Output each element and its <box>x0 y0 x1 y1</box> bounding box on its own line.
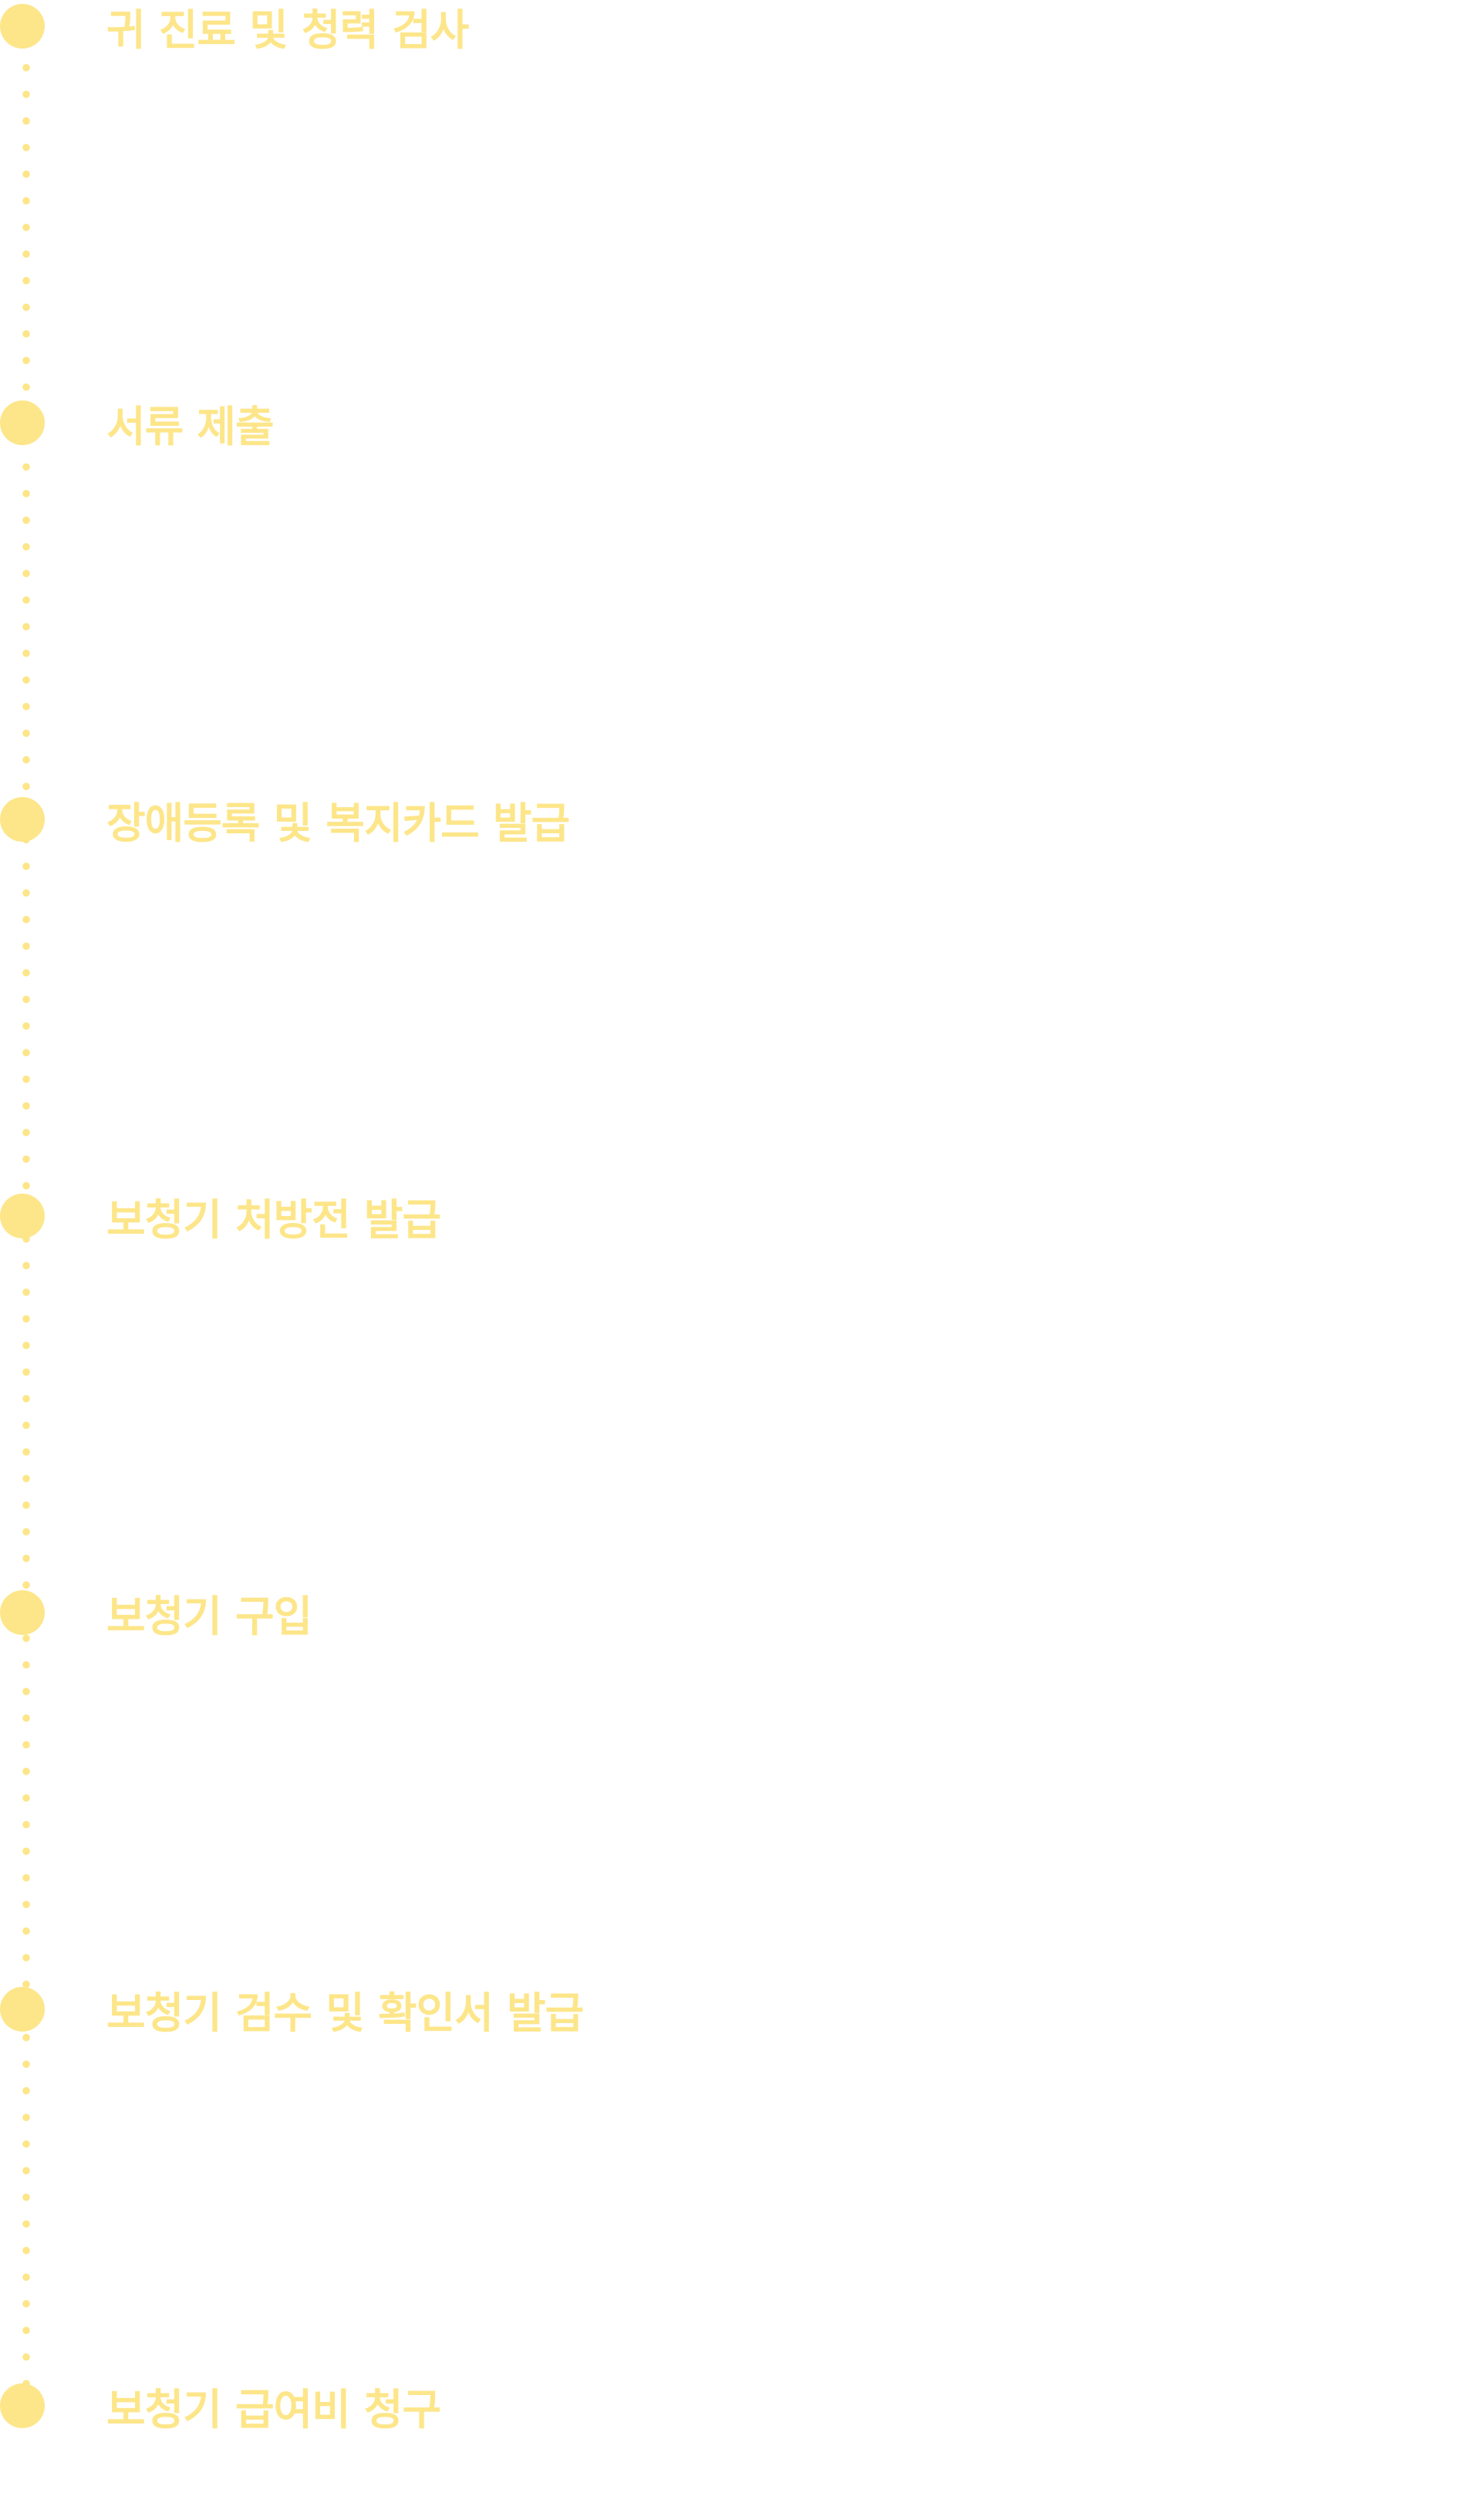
step-label: 보청기 처방전 발급 <box>106 1195 441 1245</box>
timeline-dot-icon <box>0 2383 45 2428</box>
timeline-step-ear-exam: 귀 진료 및 청력 검사 <box>0 3 469 55</box>
timeline-step-submit-documents: 서류 제출 <box>0 400 275 451</box>
timeline-step-prescription: 보청기 처방전 발급 <box>0 1193 441 1245</box>
timeline-dot-icon <box>0 1590 45 1635</box>
step-label: 귀 진료 및 청력 검사 <box>106 5 469 55</box>
timeline-dot-icon <box>0 4 45 49</box>
step-label: 보청기 검수 및 확인서 발급 <box>106 1988 584 2038</box>
timeline-step-inspection: 보청기 검수 및 확인서 발급 <box>0 1986 584 2038</box>
timeline-dot-icon <box>0 1987 45 2032</box>
timeline-step-claim: 보청기 급여비 청구 <box>0 2383 441 2434</box>
timeline-dot-icon <box>0 400 45 445</box>
timeline-step-purchase: 보청기 구입 <box>0 1589 312 1641</box>
step-label: 서류 제출 <box>106 402 275 451</box>
timeline-dot-icon <box>0 797 45 842</box>
timeline-step-disability-registration: 장애등록 및 복지카드 발급 <box>0 796 570 848</box>
timeline-dot-icon <box>0 1194 45 1238</box>
step-label: 보청기 구입 <box>106 1592 312 1641</box>
step-label: 보청기 급여비 청구 <box>106 2385 441 2434</box>
step-label: 장애등록 및 복지카드 발급 <box>106 799 570 848</box>
